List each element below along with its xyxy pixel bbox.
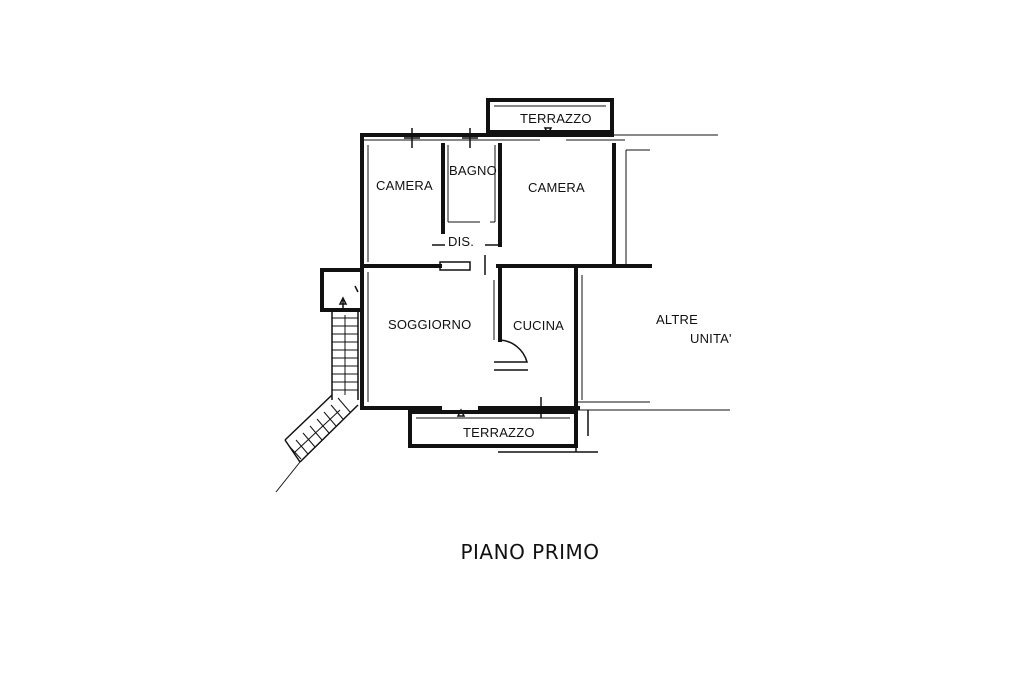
room-label-terrazzo-top: TERRAZZO xyxy=(520,111,592,126)
window-marks xyxy=(404,127,553,418)
exterior-walls xyxy=(360,133,730,411)
interior-walls xyxy=(360,143,652,371)
room-label-altre-line2: UNITA' xyxy=(690,331,732,346)
room-label-cucina: CUCINA xyxy=(513,318,564,333)
room-label-camera-left: CAMERA xyxy=(376,178,433,193)
room-label-bagno: BAGNO xyxy=(449,163,497,178)
room-label-terrazzo-bottom: TERRAZZO xyxy=(463,425,535,440)
exterior-staircase xyxy=(275,268,364,493)
terrace-top xyxy=(486,98,614,134)
terrace-bottom xyxy=(408,410,598,453)
floor-caption: PIANO PRIMO xyxy=(460,540,600,564)
room-label-disimpegno: DIS. xyxy=(448,234,474,249)
room-label-altre-line1: ALTRE xyxy=(656,312,698,327)
room-label-soggiorno: SOGGIORNO xyxy=(388,317,471,332)
room-label-camera-right: CAMERA xyxy=(528,180,585,195)
